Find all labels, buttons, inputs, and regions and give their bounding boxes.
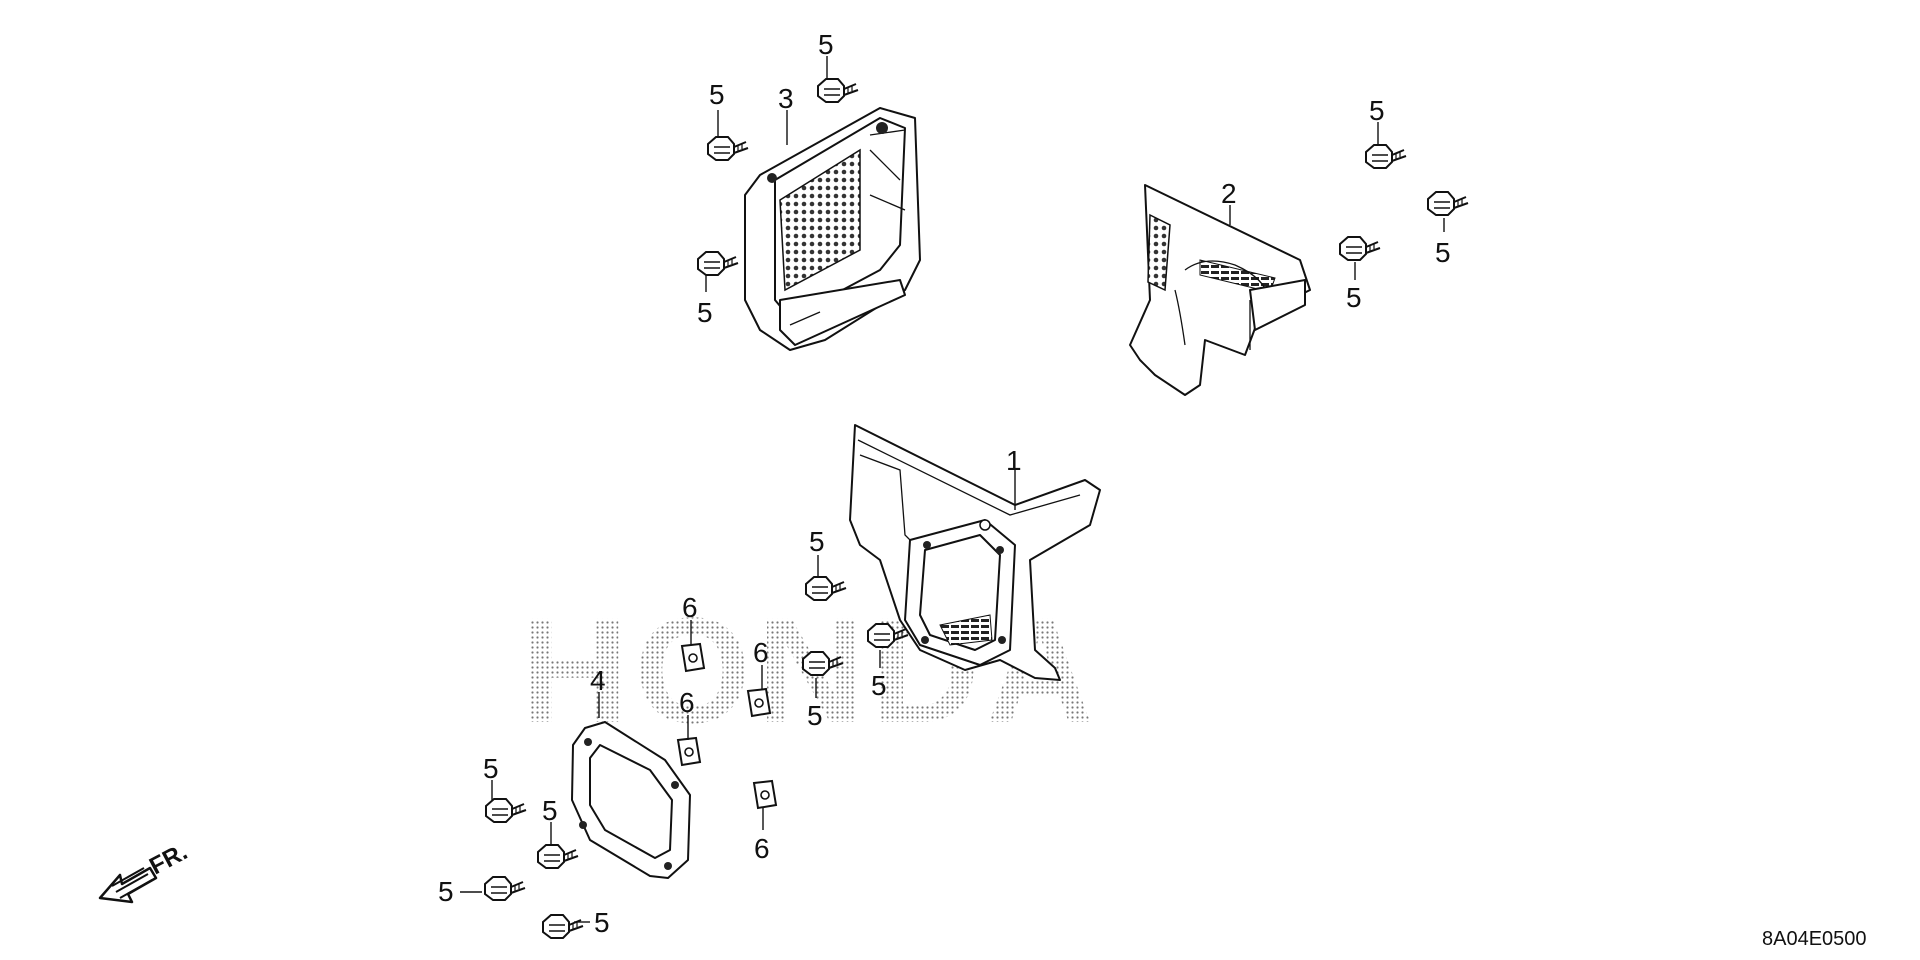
bolt-5l — [484, 876, 526, 901]
callout-5h: 5 — [871, 670, 887, 701]
callout-5j: 5 — [483, 753, 499, 784]
callout-2: 2 — [1221, 178, 1237, 209]
callout-6c: 6 — [679, 687, 695, 718]
callout-6a: 6 — [682, 592, 698, 623]
bolt-5k — [537, 844, 579, 869]
nut-6c — [677, 737, 701, 766]
bolt-5a — [817, 78, 859, 103]
part-3-cover — [744, 107, 921, 351]
callout-5c: 5 — [697, 297, 713, 328]
drawing-code: 8A04E0500 — [1762, 928, 1867, 950]
bolt-5m — [542, 914, 584, 939]
callout-6d: 6 — [754, 833, 770, 864]
callout-5a: 5 — [818, 29, 834, 60]
callout-3: 3 — [778, 83, 794, 114]
bolt-5j — [485, 798, 527, 823]
callout-6b: 6 — [753, 637, 769, 668]
callout-5l: 5 — [438, 876, 454, 907]
leader-lines — [460, 56, 1445, 923]
bolt-5b — [707, 136, 749, 161]
callout-5e: 5 — [1435, 237, 1451, 268]
bolt-5e — [1427, 191, 1469, 216]
front-direction-arrow: FR. — [98, 838, 192, 904]
part-2-cover — [1129, 184, 1311, 396]
nut-6d — [753, 780, 777, 809]
nut-6b — [747, 688, 771, 717]
part-4-plate — [571, 721, 691, 879]
callout-5f: 5 — [1346, 282, 1362, 313]
callout-5d: 5 — [1369, 95, 1385, 126]
callout-5m: 5 — [594, 907, 610, 938]
callout-4: 4 — [590, 665, 606, 696]
callout-5b: 5 — [709, 79, 725, 110]
bolt-5c — [697, 251, 739, 276]
bolt-5d — [1365, 144, 1407, 169]
part-1-shroud — [849, 424, 1101, 681]
bolt-5f — [1339, 236, 1381, 261]
callout-5k: 5 — [542, 795, 558, 826]
callout-1: 1 — [1006, 445, 1022, 476]
callout-5g: 5 — [809, 526, 825, 557]
nut-6a — [681, 643, 705, 672]
callout-5i: 5 — [807, 700, 823, 731]
